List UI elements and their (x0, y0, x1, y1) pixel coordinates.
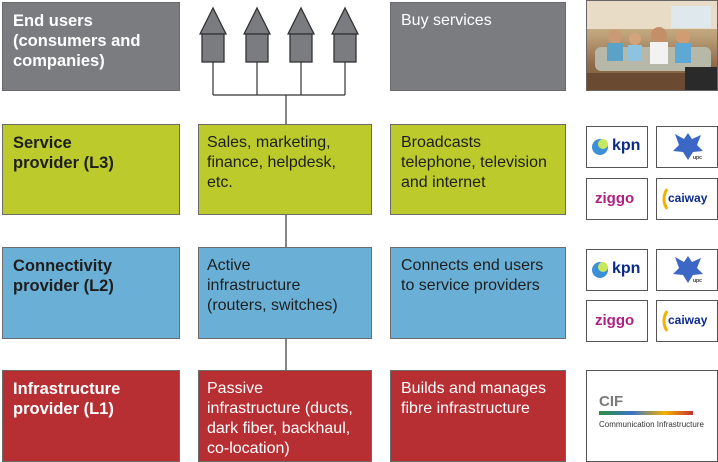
service-description-line3: and internet (401, 174, 486, 191)
upc-logo: upc (656, 126, 718, 168)
cif-logo: CIF Communication Infrastructure (586, 370, 718, 462)
kpn-logo: kpn (586, 126, 648, 168)
connectivity-provider-label-line2: provider (L2) (13, 277, 114, 295)
end-users-description-box: Buy services (390, 2, 566, 91)
end-users-description: Buy services (401, 12, 492, 29)
ziggo-logo-text: ziggo (595, 312, 635, 329)
connectivity-provider-box: Connectivity provider (L2) (2, 247, 180, 339)
service-description-line2: telephone, television (401, 154, 547, 171)
ziggo-logo: ziggo (586, 300, 648, 342)
active-infrastructure-line1: Active (207, 257, 251, 274)
cif-logo-title: CIF (599, 393, 624, 410)
upc-logo: upc (656, 249, 718, 291)
connectivity-provider-label-line1: Connectivity (13, 257, 113, 275)
service-description-box: Broadcasts telephone, television and int… (390, 124, 566, 215)
caiway-logo-text: caiway (668, 191, 708, 205)
caiway-logo-text: caiway (668, 313, 708, 327)
active-infrastructure-line2: infrastructure (207, 277, 301, 294)
service-functions-line1: Sales, marketing, (207, 134, 331, 151)
passive-infrastructure-box: Passive infrastructure (ducts, dark fibe… (198, 370, 372, 462)
active-infrastructure-box: Active infrastructure (routers, switches… (198, 247, 372, 339)
infrastructure-description-line2: fibre infrastructure (401, 400, 530, 417)
house-icon (242, 6, 272, 63)
end-users-box: End users (consumers and companies) (2, 2, 180, 91)
active-infrastructure-line3: (routers, switches) (207, 297, 338, 314)
service-functions-line3: etc. (207, 174, 233, 191)
house-icon (198, 6, 228, 63)
infrastructure-description-box: Builds and manages fibre infrastructure (390, 370, 566, 462)
passive-infrastructure-line3: dark fiber, backhaul, (207, 420, 351, 437)
connectivity-description-box: Connects end users to service providers (390, 247, 566, 339)
service-description-line1: Broadcasts (401, 134, 482, 151)
end-users-label-line2: (consumers and (13, 32, 141, 50)
service-functions-box: Sales, marketing, finance, helpdesk, etc… (198, 124, 372, 215)
upc-logo-text: upc (693, 155, 702, 161)
connectivity-description-line1: Connects end users (401, 257, 544, 274)
ziggo-logo-text: ziggo (595, 190, 635, 207)
kpn-logo-text: kpn (612, 260, 641, 277)
family-photo (586, 0, 718, 91)
ziggo-logo: ziggo (586, 178, 648, 220)
passive-infrastructure-line4: co-location) (207, 440, 290, 457)
passive-infrastructure-line1: Passive (207, 380, 264, 397)
service-provider-label-line2: provider (L3) (13, 154, 114, 172)
service-provider-box: Service provider (L3) (2, 124, 180, 215)
kpn-logo-text: kpn (612, 137, 641, 154)
caiway-logo: caiway (656, 178, 718, 220)
house-icon (330, 6, 360, 63)
infrastructure-description-line1: Builds and manages (401, 380, 546, 397)
end-users-label-line3: companies) (13, 52, 105, 70)
connectivity-description-line2: to service providers (401, 277, 540, 294)
caiway-logo: caiway (656, 300, 718, 342)
house-icon (286, 6, 316, 63)
end-users-label-line1: End users (13, 12, 93, 30)
service-functions-line2: finance, helpdesk, (207, 154, 336, 171)
infrastructure-provider-box: Infrastructure provider (L1) (2, 370, 180, 462)
cif-logo-stripe (599, 411, 693, 415)
service-provider-label-line1: Service (13, 134, 72, 152)
infrastructure-provider-label-line1: Infrastructure (13, 380, 121, 398)
upc-logo-text: upc (693, 278, 702, 284)
passive-infrastructure-line2: infrastructure (ducts, (207, 400, 353, 417)
infrastructure-provider-label-line2: provider (L1) (13, 400, 114, 418)
cif-logo-subtitle: Communication Infrastructure (599, 420, 704, 429)
kpn-logo: kpn (586, 249, 648, 291)
